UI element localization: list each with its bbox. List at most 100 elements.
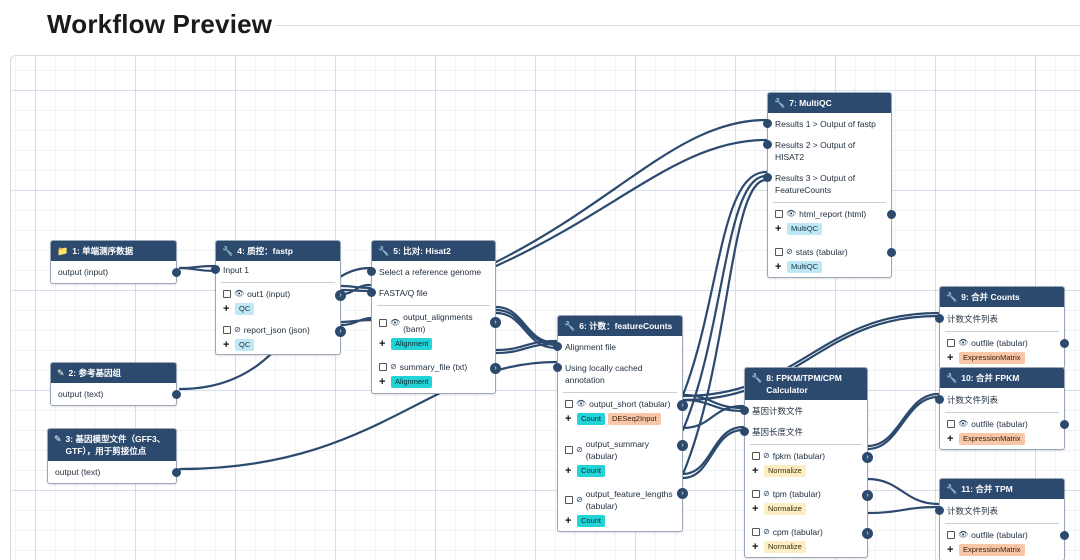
- divider: [945, 331, 1059, 332]
- add-tag-icon[interactable]: +: [752, 503, 759, 515]
- node-3-gene-model-file[interactable]: ✎3: 基因模型文件（GFF3、GTF），用于剪接位点 output (text…: [47, 428, 181, 484]
- node-2-reference-genome[interactable]: ✎2: 参考基因组 output (text): [50, 362, 181, 406]
- node-5-hisat2[interactable]: 🔧5: 比对: Hisat2 Select a reference genome…: [367, 240, 501, 394]
- add-tag-icon[interactable]: +: [752, 465, 759, 477]
- eye-icon[interactable]: 👁: [234, 289, 245, 298]
- input-label: Using locally cached annotation: [565, 363, 643, 385]
- node-title: 8: FPKM/TPM/CPM Calculator: [766, 373, 842, 395]
- output-checkbox[interactable]: [947, 531, 955, 539]
- input-terminal[interactable]: [935, 506, 944, 515]
- input-terminal[interactable]: [367, 267, 376, 276]
- output-label: fpkm (tabular): [772, 451, 826, 461]
- add-tag-icon[interactable]: +: [565, 413, 572, 425]
- input-terminal[interactable]: [553, 363, 562, 372]
- output-terminal[interactable]: ›: [677, 440, 688, 451]
- input-terminal[interactable]: [367, 288, 376, 297]
- eye-slash-icon[interactable]: ⊘: [763, 489, 770, 498]
- eye-slash-icon[interactable]: ⊘: [576, 495, 583, 504]
- output-label: outfile (tabular): [971, 530, 1028, 540]
- add-tag-icon[interactable]: +: [947, 544, 954, 556]
- add-tag-icon[interactable]: +: [947, 352, 954, 364]
- input-terminal[interactable]: [553, 342, 562, 351]
- output-terminal[interactable]: ›: [335, 290, 346, 301]
- eye-icon[interactable]: 👁: [958, 419, 969, 428]
- output-checkbox[interactable]: [947, 339, 955, 347]
- output-checkbox[interactable]: [565, 496, 573, 504]
- add-tag-icon[interactable]: +: [775, 223, 782, 235]
- input-terminal[interactable]: [740, 406, 749, 415]
- output-terminal[interactable]: ›: [862, 490, 873, 501]
- tag: Normalize: [764, 503, 806, 515]
- output-checkbox[interactable]: [752, 490, 760, 498]
- add-tag-icon[interactable]: +: [775, 261, 782, 273]
- output-terminal[interactable]: ›: [490, 317, 501, 328]
- add-tag-icon[interactable]: +: [565, 465, 572, 477]
- input-terminal[interactable]: [763, 140, 772, 149]
- output-label: output_alignments (bam): [403, 312, 473, 334]
- node-6-featurecounts[interactable]: 🔧6: 计数：featureCounts Alignment file Usin…: [553, 315, 688, 532]
- output-terminal[interactable]: ›: [677, 400, 688, 411]
- eye-slash-icon[interactable]: ⊘: [763, 451, 770, 460]
- output-checkbox[interactable]: [223, 326, 231, 334]
- add-tag-icon[interactable]: +: [947, 433, 954, 445]
- output-label: stats (tabular): [795, 247, 848, 257]
- output-checkbox[interactable]: [379, 319, 387, 327]
- output-checkbox[interactable]: [775, 210, 783, 218]
- output-terminal[interactable]: ›: [335, 326, 346, 337]
- input-terminal[interactable]: [763, 119, 772, 128]
- output-terminal[interactable]: ›: [862, 452, 873, 463]
- output-terminal[interactable]: ›: [490, 363, 501, 374]
- output-checkbox[interactable]: [223, 290, 231, 298]
- output-terminal[interactable]: ›: [677, 488, 688, 499]
- output-terminal[interactable]: [887, 248, 896, 257]
- input-label: Results 2 > Output of HISAT2: [775, 140, 856, 162]
- output-terminal[interactable]: [1060, 531, 1069, 540]
- add-tag-icon[interactable]: +: [223, 303, 230, 315]
- node-11-merge-tpm[interactable]: 🔧11: 合并 TPM 计数文件列表 👁outfile (tabular) +E…: [935, 478, 1069, 560]
- output-terminal[interactable]: [1060, 339, 1069, 348]
- pencil-icon: ✎: [54, 434, 62, 444]
- input-terminal[interactable]: [763, 173, 772, 182]
- output-terminal[interactable]: [172, 390, 181, 399]
- node-4-fastp[interactable]: 🔧4: 质控：fastp Input 1 👁out1 (input)› +QC …: [211, 240, 346, 355]
- output-terminal[interactable]: ›: [862, 528, 873, 539]
- eye-slash-icon[interactable]: ⊘: [390, 362, 397, 371]
- eye-icon[interactable]: 👁: [958, 338, 969, 347]
- eye-icon[interactable]: 👁: [786, 209, 797, 218]
- add-tag-icon[interactable]: +: [379, 338, 386, 350]
- tag: Normalize: [764, 465, 806, 477]
- eye-slash-icon[interactable]: ⊘: [576, 445, 583, 454]
- output-checkbox[interactable]: [775, 248, 783, 256]
- output-checkbox[interactable]: [565, 400, 573, 408]
- add-tag-icon[interactable]: +: [223, 339, 230, 351]
- eye-slash-icon[interactable]: ⊘: [763, 527, 770, 536]
- node-8-fpkm-tpm-cpm-calculator[interactable]: 🔧8: FPKM/TPM/CPM Calculator 基因计数文件 基因长度文…: [740, 367, 873, 558]
- node-1-single-end-data[interactable]: 📁1: 单端测序数据 output (input): [50, 240, 181, 284]
- output-checkbox[interactable]: [379, 363, 387, 371]
- add-tag-icon[interactable]: +: [379, 376, 386, 388]
- output-checkbox[interactable]: [752, 528, 760, 536]
- wrench-icon: 🔧: [222, 246, 234, 256]
- input-terminal[interactable]: [211, 265, 220, 274]
- input-terminal[interactable]: [740, 427, 749, 436]
- output-terminal[interactable]: [1060, 420, 1069, 429]
- input-terminal[interactable]: [935, 395, 944, 404]
- eye-icon[interactable]: 👁: [958, 530, 969, 539]
- input-terminal[interactable]: [935, 314, 944, 323]
- eye-icon[interactable]: 👁: [576, 399, 587, 408]
- node-9-merge-counts[interactable]: 🔧9: 合并 Counts 计数文件列表 👁outfile (tabular) …: [935, 286, 1069, 369]
- eye-slash-icon[interactable]: ⊘: [234, 325, 241, 334]
- eye-icon[interactable]: 👁: [390, 318, 401, 327]
- output-checkbox[interactable]: [947, 420, 955, 428]
- output-checkbox[interactable]: [565, 446, 573, 454]
- output-terminal[interactable]: [887, 210, 896, 219]
- add-tag-icon[interactable]: +: [565, 515, 572, 527]
- output-terminal[interactable]: [172, 268, 181, 277]
- output-terminal[interactable]: [172, 468, 181, 477]
- node-10-merge-fpkm[interactable]: 🔧10: 合并 FPKM 计数文件列表 👁outfile (tabular) +…: [935, 367, 1069, 450]
- workflow-canvas[interactable]: [10, 55, 1080, 560]
- add-tag-icon[interactable]: +: [752, 541, 759, 553]
- eye-slash-icon[interactable]: ⊘: [786, 247, 793, 256]
- node-7-multiqc[interactable]: 🔧7: MultiQC Results 1 > Output of fastp …: [763, 92, 896, 278]
- output-checkbox[interactable]: [752, 452, 760, 460]
